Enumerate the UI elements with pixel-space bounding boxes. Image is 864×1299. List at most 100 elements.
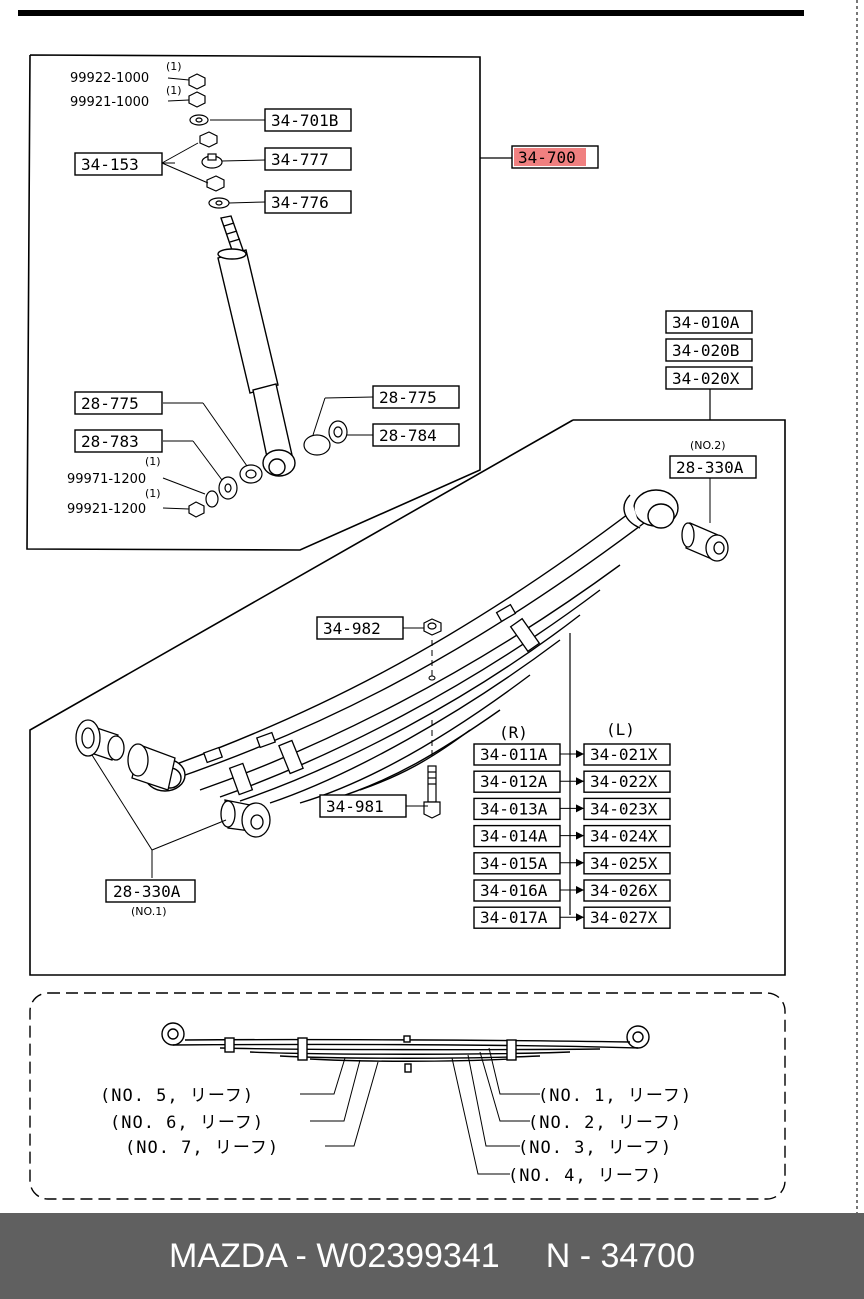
top-rule <box>18 10 804 16</box>
part-label: 34-024X <box>590 827 658 846</box>
arrow-icon <box>576 777 584 786</box>
part-label: 34-981 <box>326 797 384 816</box>
part-label: 34-010A <box>672 313 740 332</box>
part-box-34-982[interactable]: 34-982 <box>316 616 404 640</box>
footer-part-number: N - 34700 <box>545 1236 696 1275</box>
label-99921-1200: 99921-1200 <box>67 502 146 517</box>
part-box-right-leaf[interactable]: 34-011A <box>473 743 561 766</box>
lower-bushing-icon <box>188 420 348 518</box>
part-label: 34-011A <box>480 745 548 764</box>
part-label: 34-777 <box>271 150 329 169</box>
leaf-side-view-icon <box>161 1022 650 1073</box>
label-no2: (NO.2) <box>690 439 726 452</box>
left-side-header: (L) <box>606 720 635 739</box>
part-label: 28-775 <box>81 394 139 413</box>
part-box-34-701B[interactable]: 34-701B <box>264 108 352 132</box>
part-box-28-775-left[interactable]: 28-775 <box>74 391 163 415</box>
leaf-label-no1: (NO. 1, リーフ) <box>538 1086 692 1106</box>
part-box-28-330A-top[interactable]: 28-330A <box>669 455 757 479</box>
part-box-left-leaf[interactable]: 34-023X <box>583 797 671 821</box>
footer-brand-code: MAZDA - W02399341 <box>168 1236 500 1275</box>
shock-panel-border <box>26 54 481 551</box>
part-box-34-010A[interactable]: 34-010A <box>665 310 753 334</box>
front-bushing-icon <box>75 719 271 838</box>
part-box-28-784[interactable]: 28-784 <box>372 423 460 447</box>
part-box-right-leaf[interactable]: 34-012A <box>473 770 561 793</box>
part-box-left-leaf[interactable]: 34-022X <box>583 770 671 793</box>
part-label: 28-330A <box>676 458 744 477</box>
label-99921-1000: 99921-1000 <box>70 95 149 110</box>
part-box-right-leaf[interactable]: 34-017A <box>473 906 561 929</box>
arrow-icon <box>576 913 584 922</box>
part-label: 28-775 <box>379 388 437 407</box>
arrow-icon <box>576 750 584 758</box>
part-box-right-leaf[interactable]: 34-013A <box>473 797 561 821</box>
leaf-detail-panel <box>29 992 786 1200</box>
leaf-spring-icon <box>159 504 649 804</box>
part-box-left-leaf[interactable]: 34-024X <box>583 824 671 848</box>
part-box-34-981[interactable]: 34-981 <box>319 794 407 818</box>
part-label: 34-023X <box>590 799 658 818</box>
center-bolt-icon <box>423 765 441 819</box>
part-box-left-leaf[interactable]: 34-025X <box>583 852 671 875</box>
rear-bushing-icon <box>681 522 729 562</box>
highlight-marker <box>514 148 586 166</box>
top-nut-icon <box>188 73 230 209</box>
spring-panel-border <box>29 419 786 976</box>
arrow-icon <box>576 886 584 894</box>
right-side-header: (R) <box>499 723 528 742</box>
suspension-diagram: 99922-1000 (1) 99921-1000 (1) 34-701B 34… <box>18 0 858 1213</box>
part-label: 34-013A <box>480 799 548 818</box>
part-box-left-leaf[interactable]: 34-027X <box>583 906 671 929</box>
part-label: 34-014A <box>480 827 548 846</box>
part-label: 34-022X <box>590 772 658 791</box>
part-label: 34-026X <box>590 881 658 900</box>
part-box-right-leaf[interactable]: 34-015A <box>473 852 561 875</box>
part-label: 28-783 <box>81 432 139 451</box>
part-label: 34-776 <box>271 193 329 212</box>
part-box-left-leaf[interactable]: 34-026X <box>583 879 671 902</box>
part-label: 34-017A <box>480 908 548 927</box>
part-box-34-777[interactable]: 34-777 <box>264 147 352 171</box>
part-label: 34-012A <box>480 772 548 791</box>
part-box-34-020X[interactable]: 34-020X <box>665 366 753 390</box>
arrow-icon <box>576 831 584 840</box>
part-box-right-leaf[interactable]: 34-016A <box>473 879 561 902</box>
part-label: 34-982 <box>323 619 381 638</box>
part-label: 34-015A <box>480 854 548 873</box>
leaf-label-no5: (NO. 5, リーフ) <box>100 1086 254 1106</box>
leaf-leader-lines <box>300 1047 540 1175</box>
part-label: 34-025X <box>590 854 658 873</box>
part-label: 34-701B <box>271 111 338 130</box>
qty-label: (1) <box>145 455 161 468</box>
label-99922-1000: 99922-1000 <box>70 71 149 86</box>
qty-label: (1) <box>166 84 182 97</box>
leaf-label-no6: (NO. 6, リーフ) <box>110 1113 264 1133</box>
center-nut-icon <box>423 618 442 636</box>
part-box-28-330A-bottom[interactable]: 28-330A <box>105 879 196 903</box>
part-box-right-leaf[interactable]: 34-014A <box>473 824 561 848</box>
part-box-28-775-right[interactable]: 28-775 <box>372 385 460 409</box>
label-99971-1200: 99971-1200 <box>67 472 146 487</box>
arrow-icon <box>576 804 584 813</box>
part-box-34-020B[interactable]: 34-020B <box>665 338 753 362</box>
part-box-34-700-highlighted[interactable]: 34-700 <box>511 145 599 169</box>
shock-absorber-icon <box>217 215 296 477</box>
part-label: 34-020X <box>672 369 740 388</box>
part-box-28-783[interactable]: 28-783 <box>74 429 163 453</box>
leaf-label-no3: (NO. 3, リーフ) <box>518 1138 672 1158</box>
leaf-part-table: 34-011A 34-021X 34-012A 34-022X 34-013A 34-02… <box>473 743 671 929</box>
leaf-label-no4: (NO. 4, リーフ) <box>508 1166 662 1186</box>
part-label: 28-330A <box>113 882 181 901</box>
qty-label: (1) <box>145 487 161 500</box>
part-label: 34-021X <box>590 745 658 764</box>
part-box-34-776[interactable]: 34-776 <box>264 190 352 214</box>
part-box-left-leaf[interactable]: 34-021X <box>583 743 671 766</box>
part-box-34-153[interactable]: 34-153 <box>74 152 163 176</box>
footer-bar: MAZDA - W02399341 N - 34700 <box>0 1213 864 1299</box>
arrow-icon <box>576 858 584 867</box>
part-label: 34-016A <box>480 881 548 900</box>
part-label: 34-700 <box>518 148 576 167</box>
part-label: 28-784 <box>379 426 437 445</box>
